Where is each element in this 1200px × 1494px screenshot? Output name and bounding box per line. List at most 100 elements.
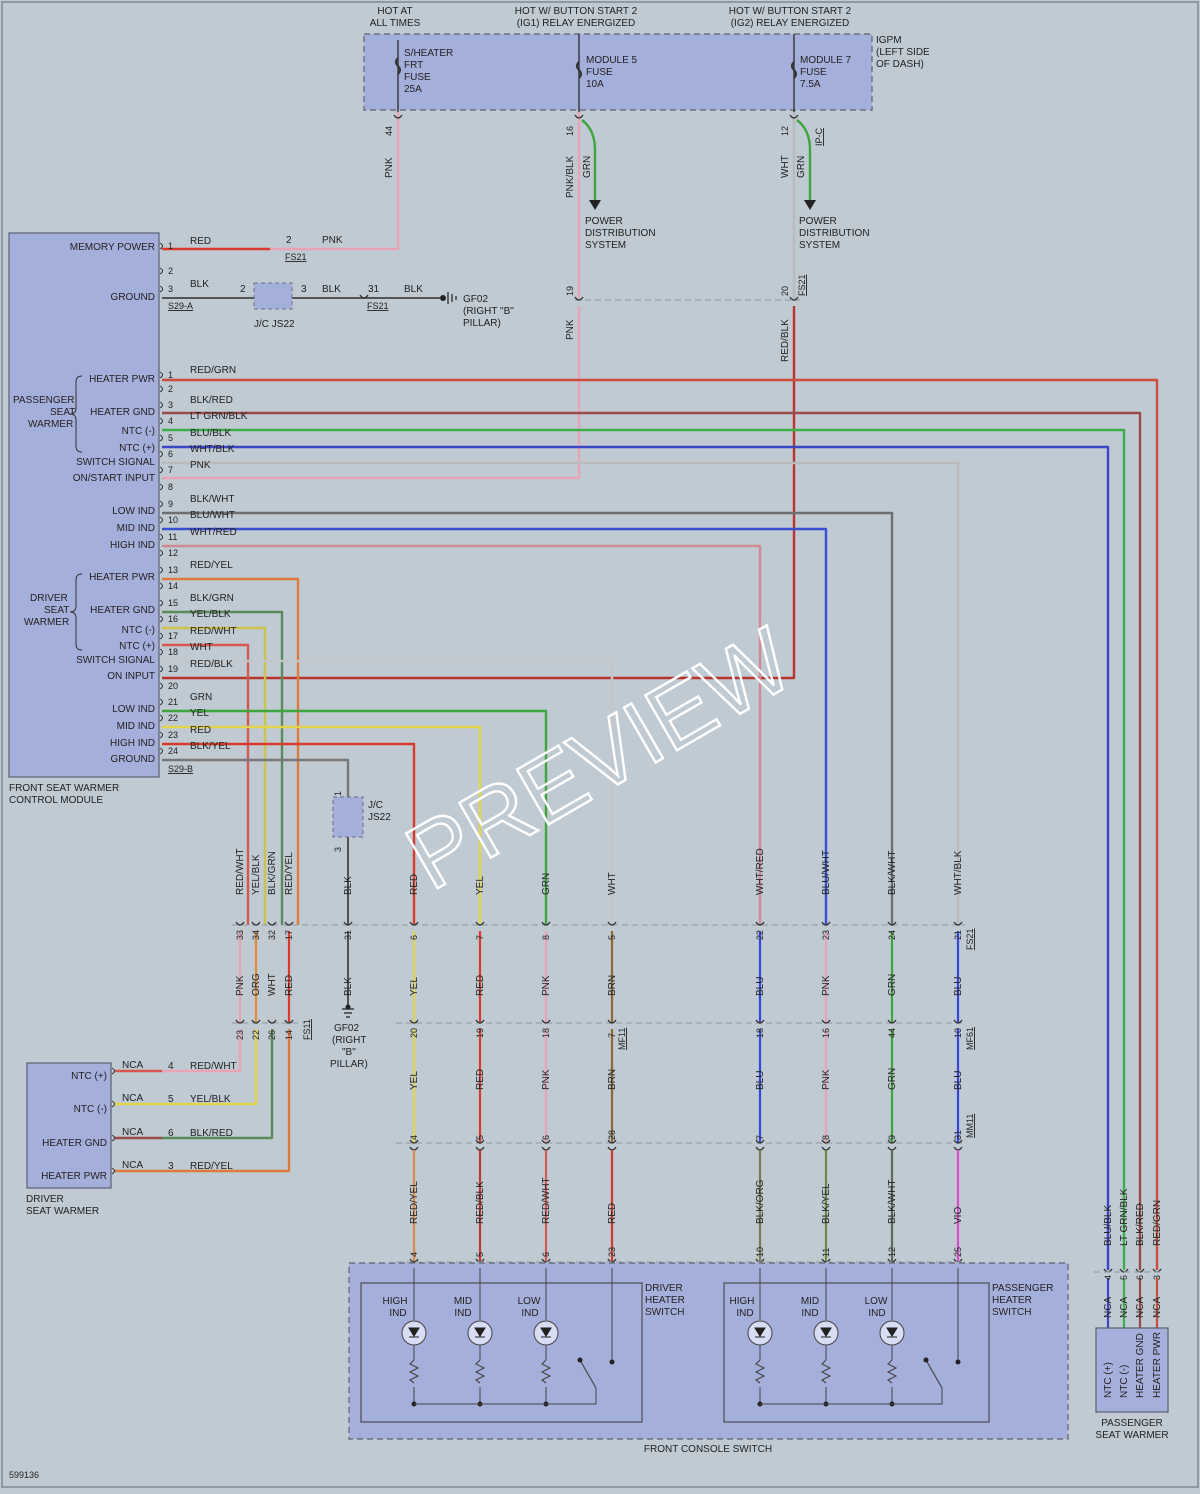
fuse3-l3: 7.5A [800, 79, 821, 90]
pass-ind-0-diode [754, 1327, 766, 1338]
col-fs-pin: 32 [267, 930, 277, 940]
conn-igpm-44 [393, 114, 403, 119]
col-fs-pin: 7 [475, 935, 485, 940]
module-pin-num: 9 [168, 499, 173, 509]
col-mf-pin: 44 [887, 1028, 897, 1038]
module-pin-contact [159, 516, 163, 524]
pass-seat-name-1: PASSENGER [1101, 1418, 1163, 1429]
jc2-pin-bot: 3 [333, 847, 343, 852]
console-name: FRONT CONSOLE SWITCH [644, 1444, 772, 1455]
col-mid-wire: WHT [267, 973, 278, 996]
mem-pin-2: 2 [286, 235, 292, 246]
driver-seat-box [26, 1062, 112, 1189]
gf02-lower-loc3: PILLAR) [330, 1059, 368, 1070]
module-pin-label: LOW IND [112, 704, 155, 715]
conn-fs21-col [541, 921, 551, 926]
conn-fs11-col [235, 1019, 245, 1024]
ground-dot [440, 295, 446, 301]
mem-conn-fs21: FS21 [285, 252, 307, 262]
module-pin-contact [159, 242, 163, 250]
driver-row-nca: NCA [122, 1127, 143, 1138]
conn-fs21-col [235, 921, 245, 926]
gf02-lower-loc2: "B" [342, 1047, 356, 1058]
wire-grn-pd1 [581, 119, 597, 200]
module-pin-num: 15 [168, 598, 178, 608]
pass-col-pin: 4 [1103, 1275, 1113, 1280]
module-pin-wire-color: BLU/WHT [190, 510, 235, 521]
module-pin-wire-color: WHT/BLK [190, 444, 235, 455]
gnd-gf02: GF02 [463, 294, 488, 305]
driver-row-pin: 6 [168, 1128, 174, 1139]
col-top-wire: RED [409, 874, 420, 895]
col-mf-pin: 16 [821, 1028, 831, 1038]
module-pin-contact [159, 566, 163, 574]
col-bot-wire: RED/WHT [541, 1177, 552, 1224]
col-top-wire: GRN [541, 873, 552, 895]
module-pin-contact [159, 371, 163, 379]
module-pin-wire-color: BLK [190, 279, 209, 290]
pass-seat-name-2: SEAT WARMER [1095, 1430, 1168, 1441]
col-fs-pin: 31 [343, 930, 353, 940]
label-grn-pd: GRN [582, 156, 593, 178]
module-pin-num: 8 [168, 482, 173, 492]
module-pin-contact [159, 714, 163, 722]
jc2-box [332, 796, 364, 838]
module-pin-contact [159, 285, 163, 293]
gnd-wire-out: BLK [322, 284, 341, 295]
module-pin-num: 3 [168, 400, 173, 410]
pass-col-nca: NCA [1135, 1297, 1146, 1318]
conn-mf-col [887, 1019, 897, 1024]
wire-ntc-plus-drv [162, 643, 250, 925]
module-pin-label: MEMORY POWER [70, 242, 155, 253]
module-pin-wire-color: YEL/BLK [190, 609, 231, 620]
wire-ntc-minus-drv [162, 626, 267, 925]
driver-switch-name-1: DRIVER [645, 1283, 683, 1294]
conn-mm-col [821, 1139, 831, 1144]
wire-drv-ntc-plus [162, 1029, 242, 1073]
col-bot-wire: RED/YEL [409, 1181, 420, 1224]
passenger-seat-box [1095, 1327, 1169, 1413]
module-pin-label: NTC (+) [119, 443, 155, 454]
gf02-lower-loc1: (RIGHT [332, 1035, 366, 1046]
col-bot-wire: RED/BLK [475, 1181, 486, 1224]
module-pin-wire-color: BLU/BLK [190, 428, 231, 439]
gnd-gf02-loc2: PILLAR) [463, 318, 501, 329]
col-fs-pin: 22 [755, 930, 765, 940]
wire-switch-signal-pass [162, 461, 960, 925]
wire-drv-heater-pwr [162, 1029, 291, 1173]
header-hot-always-1: HOT AT [377, 6, 412, 17]
pass-col-nca: NCA [1103, 1297, 1114, 1318]
col-mid-wire: PNK [541, 975, 552, 996]
pd2-l1: POWER [799, 216, 837, 227]
conn-fs21-col [267, 921, 277, 926]
group-passenger-1: PASSENGER [13, 395, 75, 406]
module-pin-num: 24 [168, 746, 178, 756]
wire-low-ind-pass [162, 511, 894, 925]
col-bot-wire: BLK/YEL [821, 1183, 832, 1224]
module-pin-num: 21 [168, 697, 178, 707]
module-pin-num: 5 [168, 433, 173, 443]
col-switch-pin: 5 [475, 1252, 485, 1257]
header-hot-ig2-2: (IG2) RELAY ENERGIZED [731, 18, 850, 29]
driver-ind-1-diode [474, 1327, 486, 1338]
conn-mf-col [607, 1019, 617, 1024]
pas-low-l1: LOW [865, 1296, 888, 1307]
pass-switch-pivot [923, 1357, 929, 1363]
fuse-sheater [395, 40, 401, 112]
pass-ind-2-diode [886, 1327, 898, 1338]
driver-row-contact [111, 1134, 115, 1142]
pass-ind-1-resistor [820, 1359, 832, 1384]
col-mf-pin: 7 [607, 1033, 617, 1038]
header-hot-ig1-2: (IG1) RELAY ENERGIZED [517, 18, 636, 29]
drv-low-l2: IND [521, 1308, 538, 1319]
driver-ind-0-resistor [408, 1359, 420, 1384]
wire-drv-heater-gnd [162, 1029, 274, 1140]
fuse1-l4: 25A [404, 84, 422, 95]
module-pin-num: 1 [168, 370, 173, 380]
module-pin-label: HEATER PWR [89, 374, 155, 385]
col-mid-wire: GRN [887, 974, 898, 996]
driver-row-label: NTC (-) [74, 1104, 107, 1115]
wire-ntc-minus-pass [162, 428, 1126, 1270]
